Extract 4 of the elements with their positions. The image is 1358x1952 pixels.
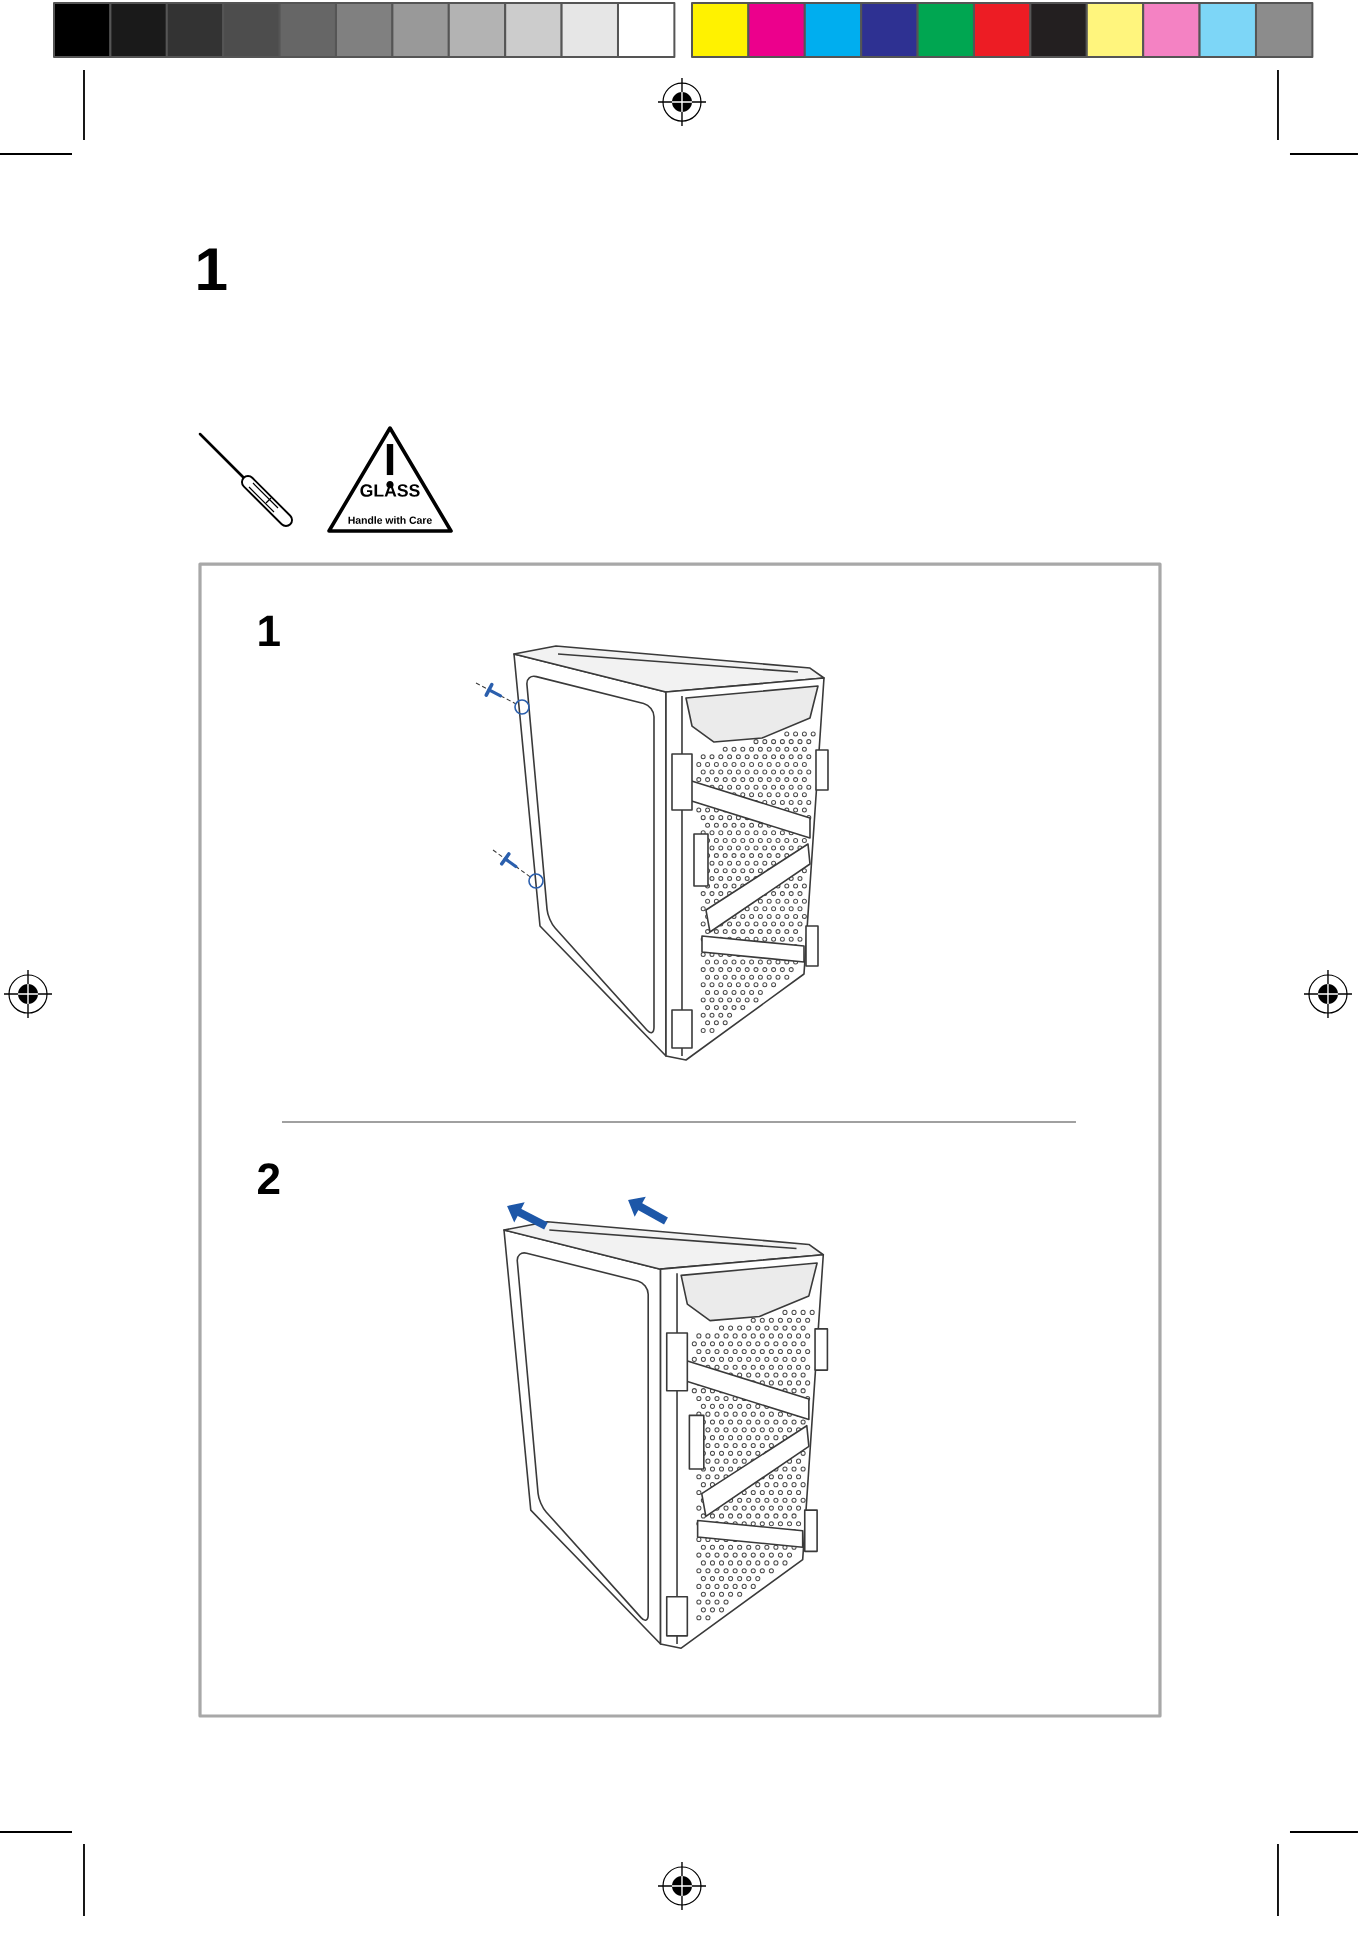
panel-frame: [198, 562, 1162, 1718]
step-heading: 1: [198, 248, 227, 291]
step-number: 1: [259, 615, 280, 646]
step-number: 2: [258, 1163, 280, 1194]
